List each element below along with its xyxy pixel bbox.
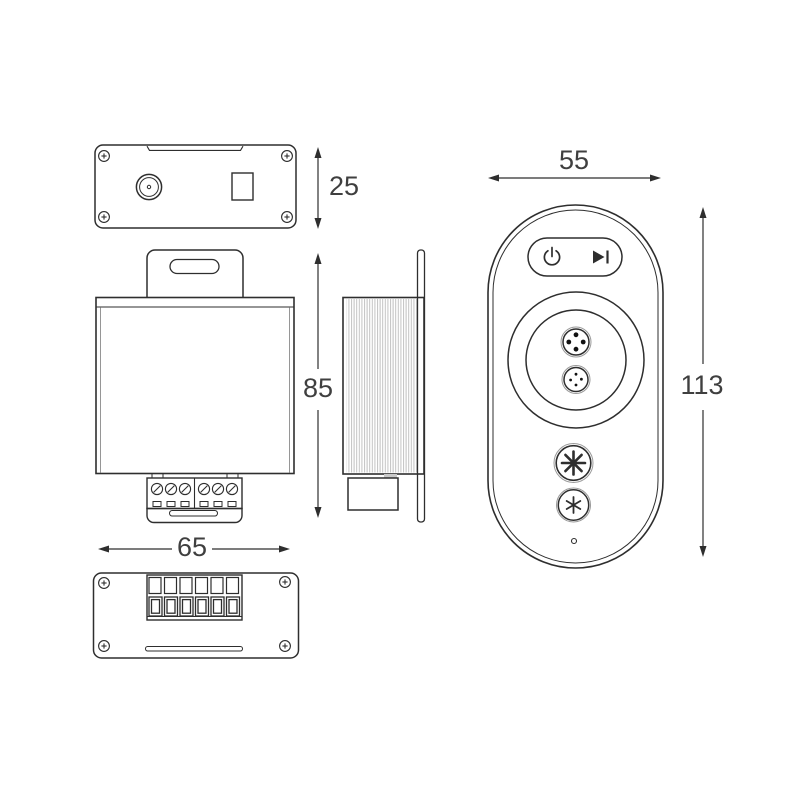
touch-wheel-outer-ring xyxy=(507,291,645,429)
terminal-screw-icon xyxy=(178,482,192,496)
mounting-tab-slot xyxy=(169,258,220,275)
wire-entry-port xyxy=(163,596,179,617)
touch-wheel-upper-button xyxy=(560,326,592,358)
dimension-label-55: 55 xyxy=(559,145,589,175)
wire-entry-port xyxy=(225,596,241,617)
brightness-low-icon xyxy=(565,496,582,514)
side-terminal-notch xyxy=(384,474,397,478)
top-view-port xyxy=(231,172,254,201)
brightness-low-button xyxy=(556,487,591,523)
dimension-label-113: 113 xyxy=(680,370,723,400)
terminal-upper-slots xyxy=(148,576,240,595)
wire-entry-port xyxy=(148,596,163,617)
screw-cross-icon xyxy=(98,577,110,589)
side-body-outline xyxy=(342,296,425,475)
controller-front-view xyxy=(95,249,295,524)
bottom-view-outline xyxy=(92,572,300,659)
terminal-screw-icon xyxy=(150,482,164,496)
touch-wheel-lower-button xyxy=(561,365,591,394)
power-playpause-button xyxy=(527,237,623,277)
terminal-screw-icon xyxy=(164,482,178,496)
brightness-high-icon xyxy=(560,450,587,476)
terminal-cap-slot xyxy=(169,510,218,517)
controller-top-view xyxy=(94,144,297,229)
bottom-vent-slot xyxy=(145,646,243,652)
top-view-outline xyxy=(94,144,297,229)
power-icon xyxy=(543,246,561,266)
side-terminal-block xyxy=(347,477,399,511)
bottom-terminal-block xyxy=(146,574,243,621)
dimension-label-25: 25 xyxy=(329,171,359,201)
terminal-screw-icon xyxy=(225,482,239,496)
screw-cross-icon xyxy=(279,640,291,652)
heatsink-fins xyxy=(346,299,418,473)
wire-entry-port xyxy=(179,596,194,617)
terminal-bottom-cap xyxy=(146,507,243,524)
screw-cross-icon xyxy=(281,211,293,223)
wire-entry-port xyxy=(210,596,225,617)
dimension-remote-width: 55 xyxy=(488,145,661,182)
play-pause-icon xyxy=(593,250,609,264)
dimension-label-85: 85 xyxy=(303,373,333,403)
controller-bottom-view xyxy=(92,572,300,659)
front-terminal-block xyxy=(146,473,243,524)
mounting-tab xyxy=(146,249,244,298)
screw-cross-icon xyxy=(98,640,110,652)
terminal-wire-slots xyxy=(152,501,237,507)
dc-jack-connector xyxy=(135,173,163,201)
dimension-label-65: 65 xyxy=(177,532,207,562)
remote-front-view xyxy=(487,204,664,569)
screw-cross-icon xyxy=(98,211,110,223)
screw-cross-icon xyxy=(98,150,110,162)
led-indicator-hole xyxy=(570,537,578,545)
terminal-screw-icon xyxy=(197,482,211,496)
touch-wheel-inner-circle xyxy=(525,309,627,411)
brightness-high-button xyxy=(553,443,594,483)
remote-outer-outline xyxy=(487,204,664,569)
remote-inner-outline xyxy=(492,209,659,564)
dimension-remote-height: 113 xyxy=(680,207,724,557)
screw-cross-icon xyxy=(279,576,291,588)
wire-entry-port xyxy=(194,596,210,617)
dimension-controller-depth: 25 xyxy=(314,147,359,229)
bottom-terminal-outline xyxy=(146,574,243,621)
terminal-screw-icon xyxy=(211,482,225,496)
dimension-controller-height: 85 xyxy=(303,253,333,518)
front-body-outline xyxy=(95,296,295,475)
screw-cross-icon xyxy=(281,150,293,162)
controller-side-view xyxy=(342,249,426,523)
dimension-controller-width: 65 xyxy=(98,532,290,562)
top-edge-recess-slot xyxy=(146,145,244,151)
